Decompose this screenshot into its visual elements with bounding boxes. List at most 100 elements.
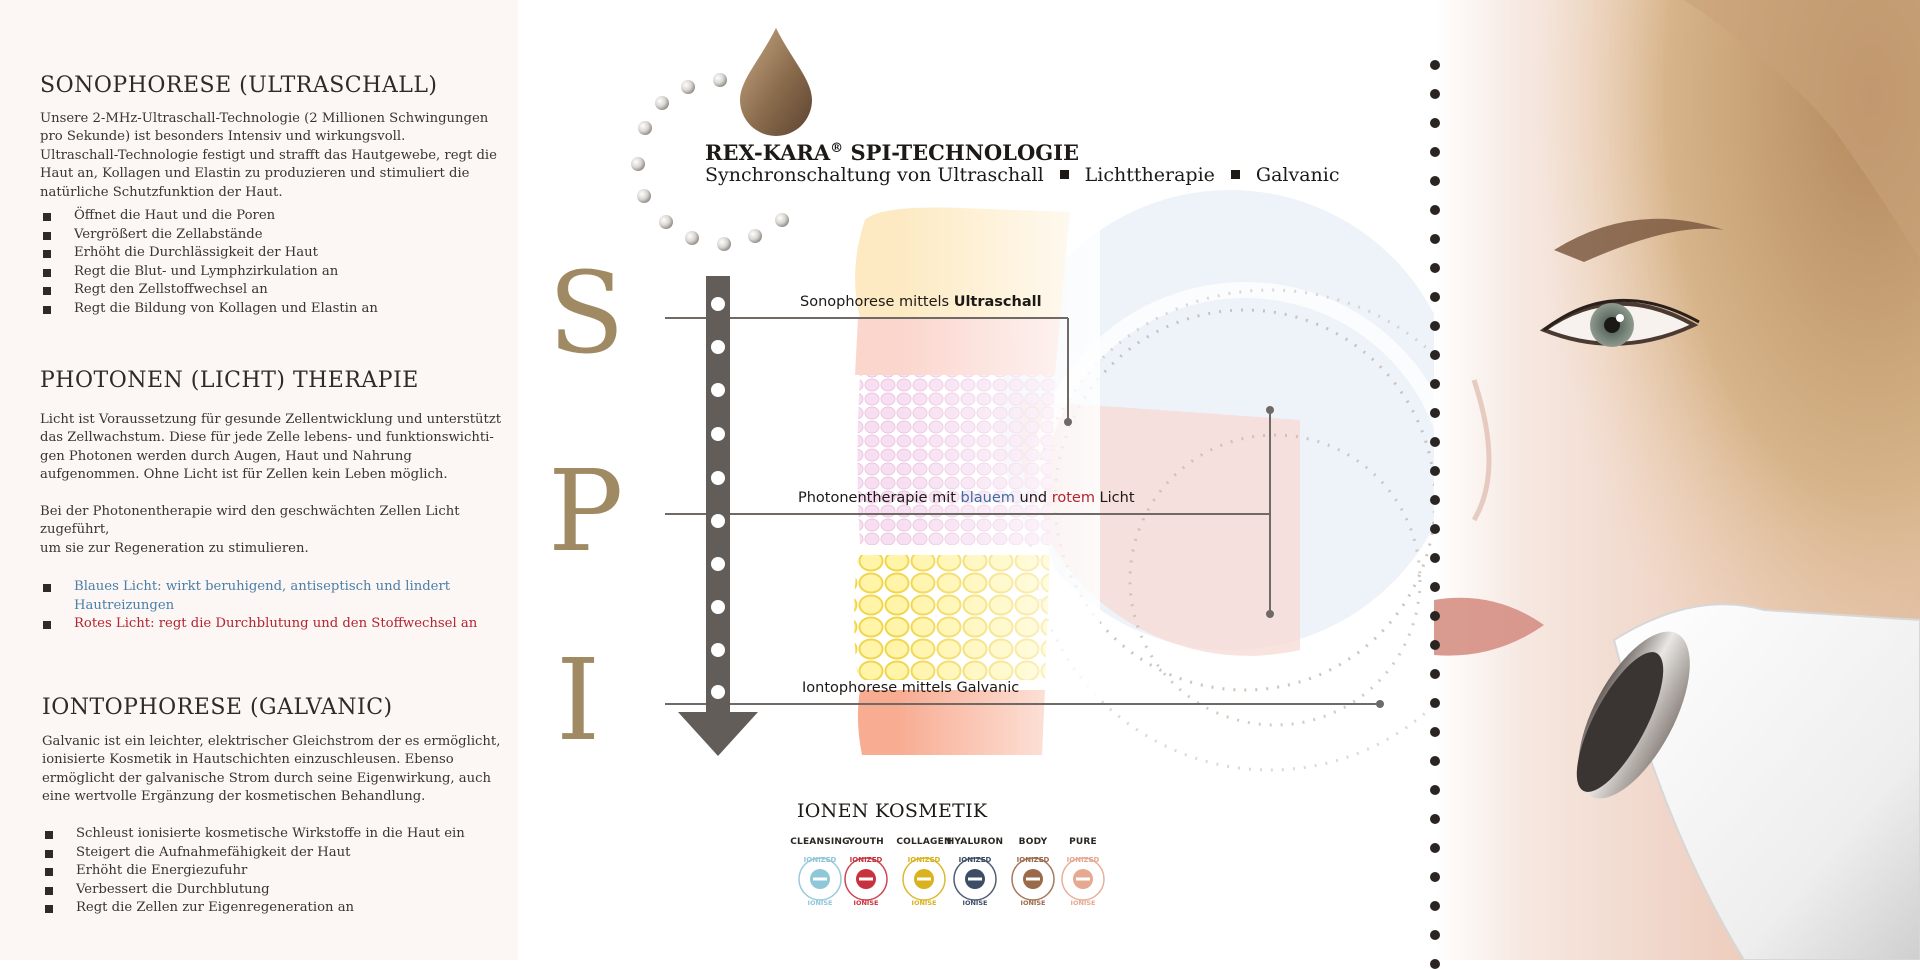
ionen-kosmetik-title: IONEN KOSMETIK xyxy=(797,800,988,822)
badge-top-text: IONIZED xyxy=(907,856,941,864)
divider-dot xyxy=(1430,437,1440,447)
divider-dot xyxy=(1430,321,1440,331)
divider-dot xyxy=(1430,408,1440,418)
divider-dot xyxy=(1430,872,1440,882)
list-item: Erhöht die Durchlässigkeit der Haut xyxy=(40,244,378,263)
photonen-list: Blaues Licht: wirkt beruhigend, antisept… xyxy=(40,578,477,634)
subtitle-galvanic: Galvanic xyxy=(1255,164,1340,186)
subtitle-ultraschall: Synchronschaltung von Ultraschall xyxy=(705,164,1044,186)
ion-product-badge-icon xyxy=(953,857,997,901)
ion-product-label: BODY xyxy=(1018,837,1048,847)
list-item: Regt die Blut- und Lymphzirkulation an xyxy=(40,263,378,282)
sonophorese-heading: SONOPHORESE (ULTRASCHALL) xyxy=(40,73,438,98)
list-item: Regt den Zellstoffwechsel an xyxy=(40,281,378,300)
iontophorese-text: Galvanic ist ein leichter, elektrischer … xyxy=(42,734,501,805)
label-text: und xyxy=(1014,490,1052,506)
ion-product-badge-icon xyxy=(902,857,946,901)
ion-product-badge-icon xyxy=(1011,857,1055,901)
photonen-text: Licht ist Voraussetzung für gesunde Zell… xyxy=(40,412,502,483)
list-item: Verbessert die Durchblutung xyxy=(42,881,465,900)
subtitle-lichttherapie: Lichttherapie xyxy=(1084,164,1215,186)
device-image xyxy=(1576,603,1920,960)
divider-dot xyxy=(1430,901,1440,911)
divider-dot xyxy=(1430,611,1440,621)
label-blue: blauem xyxy=(960,490,1015,506)
ion-product-label: HYALURON xyxy=(946,837,1004,847)
spi-diagram xyxy=(518,0,1434,960)
pearl-arc xyxy=(631,73,789,251)
ion-product-badge-icon xyxy=(1061,857,1105,901)
label-photonentherapie: Photonentherapie mit blauem und rotem Li… xyxy=(798,490,1135,506)
divider-dot xyxy=(1430,756,1440,766)
label-sonophorese: Sonophorese mittels Ultraschall xyxy=(800,294,1042,310)
divider-dot xyxy=(1430,292,1440,302)
list-item-blue-light: Blaues Licht: wirkt beruhigend, antisept… xyxy=(40,578,477,615)
divider-dot xyxy=(1430,524,1440,534)
divider-dot xyxy=(1430,640,1440,650)
badge-bottom-text: IONISE xyxy=(911,899,937,907)
list-item: Steigert die Aufnahmefähigkeit der Haut xyxy=(42,844,465,863)
ion-product-label: COLLAGEN xyxy=(896,837,952,847)
down-arrow xyxy=(678,276,758,756)
iontophorese-heading: IONTOPHORESE (GALVANIC) xyxy=(42,695,393,720)
brand-title: REX-KARA® SPI-TECHNOLOGIE xyxy=(705,140,1079,165)
label-text: Licht xyxy=(1094,490,1135,506)
letter-s: S xyxy=(548,249,625,379)
divider-dot xyxy=(1430,263,1440,273)
brand-title-rest: SPI-TECHNOLOGIE xyxy=(843,140,1080,165)
registered-mark: ® xyxy=(830,141,844,156)
woman-face-photo xyxy=(1434,0,1920,960)
letter-i: I xyxy=(556,636,601,766)
left-text-panel: SONOPHORESE (ULTRASCHALL) Unsere 2-MHz-U… xyxy=(0,0,518,960)
divider-dot xyxy=(1430,466,1440,476)
label-iontophorese: Iontophorese mittels Galvanic xyxy=(802,680,1020,696)
badge-bottom-text: IONISE xyxy=(1020,899,1046,907)
divider-dot xyxy=(1430,176,1440,186)
square-bullet-icon xyxy=(1230,170,1240,179)
photonen-heading: PHOTONEN (LICHT) THERAPIE xyxy=(40,368,419,393)
list-item-red-light: Rotes Licht: regt die Durchblutung und d… xyxy=(40,615,477,634)
list-item: Öffnet die Haut und die Poren xyxy=(40,207,378,226)
sonophorese-list: Öffnet die Haut und die Poren Vergrößert… xyxy=(40,207,378,318)
divider-dot xyxy=(1430,785,1440,795)
badge-top-text: IONIZED xyxy=(1066,856,1100,864)
iontophorese-list: Schleust ionisierte kosmetische Wirkstof… xyxy=(42,825,465,918)
square-bullet-icon xyxy=(1059,170,1069,179)
sonophorese-text: Unsere 2-MHz-Ultraschall-Technologie (2 … xyxy=(40,111,497,200)
badge-top-text: IONIZED xyxy=(1016,856,1050,864)
divider-dot xyxy=(1430,582,1440,592)
divider-dot xyxy=(1430,205,1440,215)
divider-dot xyxy=(1430,727,1440,737)
divider-dot xyxy=(1430,234,1440,244)
badge-bottom-text: IONISE xyxy=(807,899,833,907)
ion-product-badge-icon xyxy=(798,857,842,901)
brand-name: REX-KARA xyxy=(705,140,831,165)
badge-bottom-text: IONISE xyxy=(962,899,988,907)
divider-dot xyxy=(1430,60,1440,70)
ion-product-label: CLEANSING xyxy=(790,837,850,847)
list-item: Regt die Zellen zur Eigenregeneration an xyxy=(42,899,465,918)
label-text: Sonophorese mittels xyxy=(800,294,954,310)
letter-p: P xyxy=(548,447,624,577)
divider-dot xyxy=(1430,669,1440,679)
badge-top-text: IONIZED xyxy=(803,856,837,864)
divider-dot xyxy=(1430,843,1440,853)
dotted-divider xyxy=(1430,0,1442,969)
divider-dot xyxy=(1430,147,1440,157)
divider-dot xyxy=(1430,930,1440,940)
label-red: rotem xyxy=(1051,490,1095,506)
divider-dot xyxy=(1430,89,1440,99)
spi-illustration xyxy=(631,28,1434,772)
divider-dot xyxy=(1430,379,1440,389)
list-item: Vergrößert die Zellabstände xyxy=(40,226,378,245)
brand-subtitle: Synchronschaltung von Ultraschall Lichtth… xyxy=(705,164,1340,186)
label-text: Photonentherapie mit xyxy=(798,490,961,506)
divider-dot xyxy=(1430,814,1440,824)
ion-product-badge-icon xyxy=(844,857,888,901)
badge-bottom-text: IONISE xyxy=(853,899,879,907)
list-item: Regt die Bildung von Kollagen und Elasti… xyxy=(40,300,378,319)
divider-dot xyxy=(1430,495,1440,505)
badge-top-text: IONIZED xyxy=(849,856,883,864)
face-illustration xyxy=(1434,0,1920,960)
divider-dot xyxy=(1430,350,1440,360)
